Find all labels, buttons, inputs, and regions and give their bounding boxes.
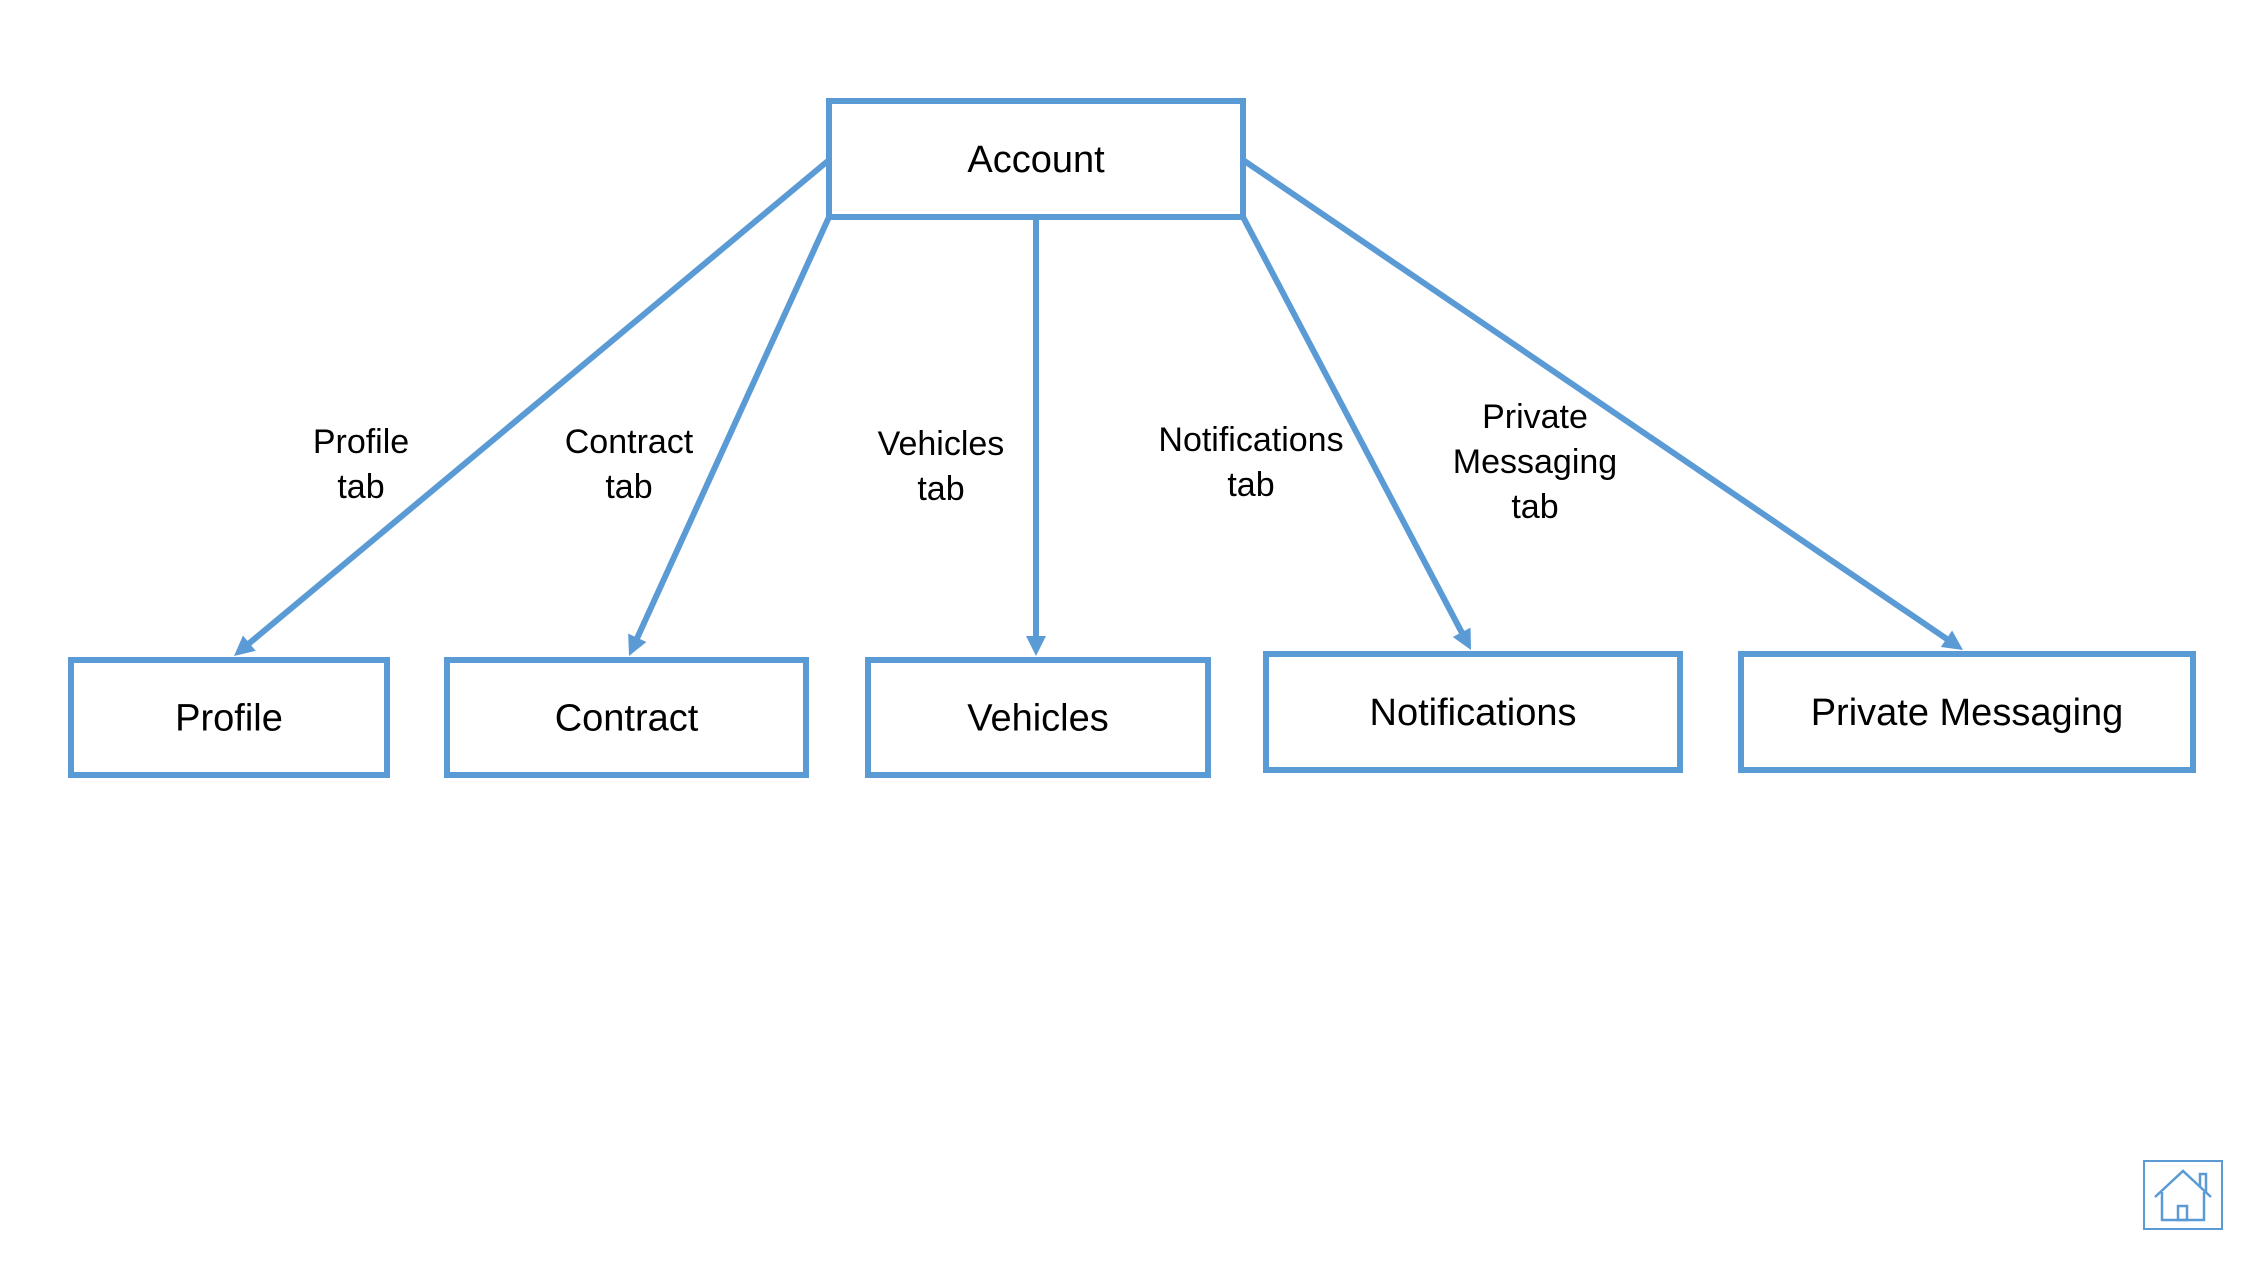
- edge-label-contract-line: Contract: [565, 423, 694, 461]
- node-private-messaging-frame[interactable]: [1738, 651, 2196, 773]
- edge-label-notifications-line: Notifications: [1158, 421, 1343, 459]
- node-contract-label: Contract: [555, 698, 699, 740]
- edge-account-to-notifications-arrowhead: [1452, 627, 1471, 650]
- node-account[interactable]: Account: [826, 98, 1246, 220]
- node-vehicles-label: Vehicles: [967, 698, 1109, 740]
- node-private-messaging-label: Private Messaging: [1811, 692, 2124, 734]
- edge-account-to-contract-line: [633, 215, 832, 641]
- edge-account-to-profile-arrowhead: [234, 635, 256, 656]
- edge-account-to-vehicles-arrowhead: [1026, 636, 1046, 656]
- node-account-label: Account: [967, 139, 1105, 181]
- edge-label-contract: Contract tab: [565, 423, 694, 506]
- edge-label-profile-line: Profile: [313, 423, 409, 461]
- edge-label-contract-line: tab: [605, 468, 652, 506]
- edge-label-notifications: Notifications tab: [1158, 421, 1343, 504]
- edge-label-vehicles-line: tab: [917, 470, 964, 508]
- edge-account-to-notifications: [1240, 215, 1471, 650]
- edge-label-vehicles: Vehicles tab: [878, 425, 1005, 508]
- node-profile-label: Profile: [175, 698, 283, 740]
- edge-account-to-notifications-line: [1240, 215, 1466, 636]
- edge-account-to-vehicles: [1026, 217, 1046, 656]
- edge-account-to-contract-arrowhead: [628, 633, 647, 656]
- edge-account-to-private-messaging-line: [1241, 157, 1950, 643]
- edge-label-private-messaging-line: Private: [1482, 398, 1588, 436]
- edge-account-to-contract: [628, 215, 832, 656]
- edge-account-to-profile: [234, 157, 831, 656]
- edge-label-profile-line: tab: [337, 468, 384, 506]
- edge-label-vehicles-line: Vehicles: [878, 425, 1005, 463]
- edge-label-private-messaging-line: Messaging: [1453, 443, 1617, 481]
- node-vehicles[interactable]: Vehicles: [865, 657, 1211, 778]
- edge-account-to-private-messaging-arrowhead: [1940, 630, 1963, 650]
- node-profile[interactable]: Profile: [68, 657, 390, 778]
- edge-label-profile: Profile tab: [313, 423, 409, 506]
- node-vehicles-frame[interactable]: [865, 657, 1211, 778]
- node-private-messaging[interactable]: Private Messaging: [1738, 651, 2196, 773]
- edge-label-notifications-line: tab: [1227, 466, 1274, 504]
- node-account-frame[interactable]: [826, 98, 1246, 220]
- node-contract-frame[interactable]: [444, 657, 809, 778]
- node-notifications-frame[interactable]: [1263, 651, 1683, 773]
- node-contract[interactable]: Contract: [444, 657, 809, 778]
- edge-label-private-messaging-line: tab: [1511, 488, 1558, 526]
- home-icon[interactable]: [2154, 1169, 2212, 1222]
- home-button[interactable]: [2143, 1160, 2223, 1230]
- node-profile-frame[interactable]: [68, 657, 390, 778]
- node-notifications[interactable]: Notifications: [1263, 651, 1683, 773]
- node-notifications-label: Notifications: [1370, 692, 1577, 734]
- edge-account-to-private-messaging: [1241, 157, 1963, 650]
- diagram-edges: [234, 157, 1963, 656]
- edge-account-to-profile-line: [245, 157, 831, 647]
